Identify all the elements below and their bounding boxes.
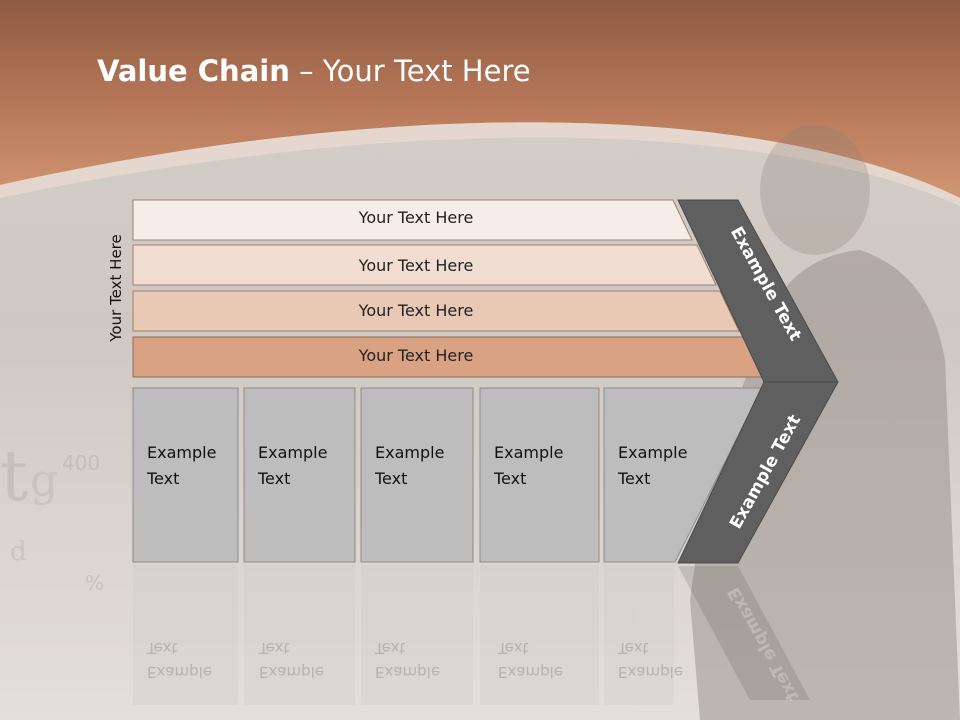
box-2-line2: Text (258, 469, 291, 488)
row-shape-1 (132, 199, 693, 241)
box-3-line2: Text (375, 469, 408, 488)
row-label-1: Your Text Here (358, 208, 474, 227)
row-shape-3 (132, 290, 740, 332)
box-1-line1: Example (147, 443, 217, 462)
box-shape-1 (132, 387, 239, 563)
box-shape-4 (479, 387, 600, 563)
box-2-line1: Example (258, 443, 328, 462)
box-5-line2: Text (618, 469, 651, 488)
row-label-4: Your Text Here (358, 346, 474, 365)
box-5-line1: Example (618, 443, 688, 462)
box-4-line1: Example (494, 443, 564, 462)
box-1-line2: Text (147, 469, 180, 488)
box-4-line2: Text (494, 469, 527, 488)
svg-text:t: t (0, 435, 28, 517)
chevron-reflection (678, 566, 810, 700)
svg-text:g: g (30, 455, 58, 506)
row-label-2: Your Text Here (358, 256, 474, 275)
svg-text:400: 400 (62, 451, 100, 475)
row-shape-2 (132, 244, 717, 286)
chevron-lower (677, 381, 839, 564)
svg-text:%: % (85, 571, 104, 595)
box-shape-3 (360, 387, 474, 563)
svg-text:d: d (10, 537, 27, 567)
title-rest: – Your Text Here (289, 54, 531, 88)
row-label-3: Your Text Here (358, 301, 474, 320)
reflection-group (133, 565, 674, 705)
box-shape-2 (243, 387, 356, 563)
box-3-line1: Example (375, 443, 445, 462)
box-shape-5 (603, 387, 763, 563)
title-bold: Value Chain (97, 54, 290, 88)
slide-title: Value Chain – Your Text Here (97, 54, 531, 88)
